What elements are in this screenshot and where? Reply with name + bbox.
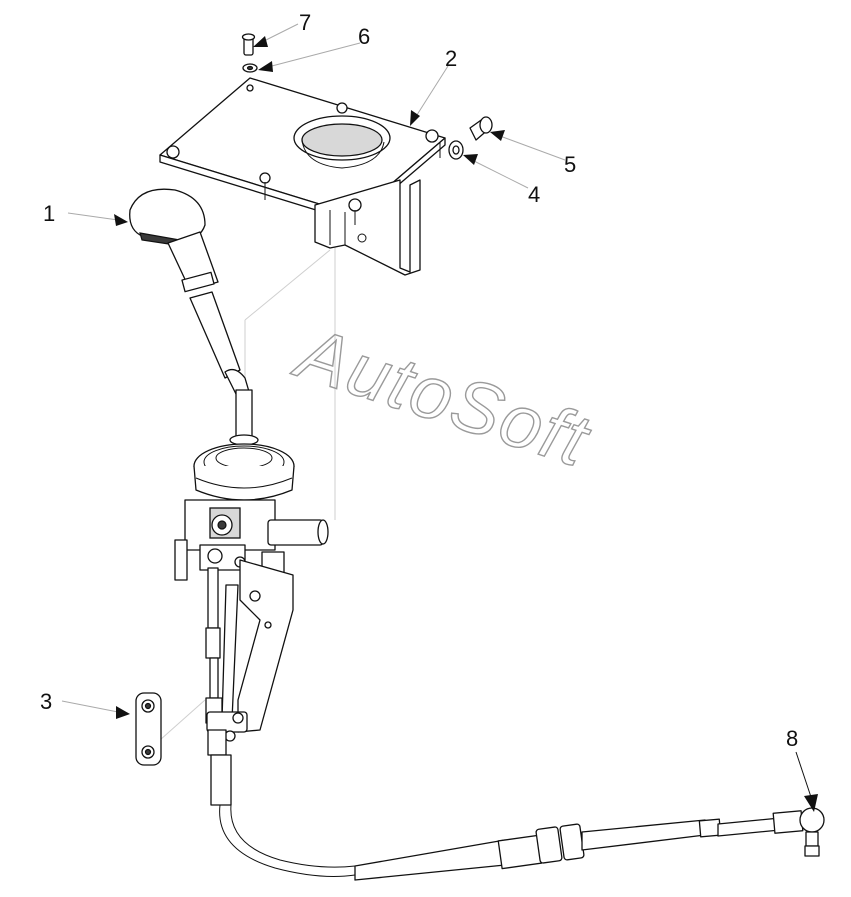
- callout-6: 6: [358, 24, 370, 49]
- callout-1: 1: [43, 201, 55, 226]
- clamp-plate: [135, 692, 162, 766]
- callout-7: 7: [299, 10, 311, 35]
- callout-8: 8: [786, 726, 798, 751]
- mounting-plate: [159, 77, 446, 276]
- leader-lines: [61, 23, 818, 812]
- callout-5: 5: [564, 152, 576, 177]
- callout-4: 4: [528, 182, 540, 207]
- bolt-small: [241, 33, 256, 56]
- callout-3: 3: [40, 689, 52, 714]
- washer-side: [448, 140, 464, 160]
- bolt-side: [469, 116, 493, 141]
- callout-2: 2: [445, 46, 457, 71]
- washer-small: [242, 63, 258, 73]
- control-cable: [219, 804, 825, 881]
- watermark-text: AutoSoft: [285, 310, 601, 483]
- shift-lever: [129, 188, 259, 446]
- callout-labels: 1 2 3 4 5 6 7 8: [40, 10, 798, 751]
- shift-mechanism: [174, 443, 329, 806]
